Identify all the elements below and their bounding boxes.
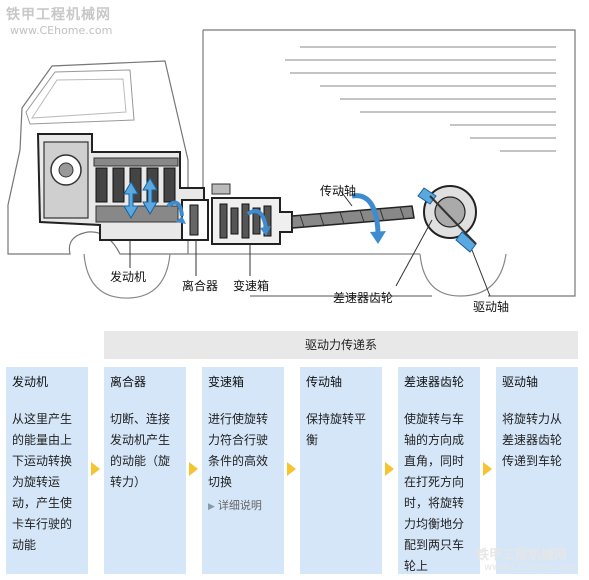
label-engine: 发动机 xyxy=(110,270,147,284)
stage-title: 发动机 xyxy=(12,375,49,389)
engine-motion-arrows xyxy=(123,177,158,219)
watermark-url: www.CEhome.com xyxy=(10,24,113,37)
watermark-site-bottom: 铁甲工程机械网 xyxy=(476,548,568,563)
front-wheel-arch xyxy=(83,253,171,299)
stage-driveshaft: 传动轴 保持旋转平衡 xyxy=(300,367,382,574)
stage-title: 离合器 xyxy=(110,375,147,389)
stage-gearbox: 变速箱 进行使旋转力符合行驶条件的高效切换 ▶详细说明 xyxy=(202,367,284,574)
stage-desc: 保持旋转平衡 xyxy=(306,412,367,447)
details-link-label: 详细说明 xyxy=(217,499,262,512)
flow-arrow xyxy=(483,462,492,476)
stage-desc: 进行使旋转力符合行驶条件的高效切换 xyxy=(208,412,269,489)
truck-cargo-box xyxy=(202,29,576,297)
details-link[interactable]: ▶详细说明 xyxy=(208,497,278,513)
stage-desc: 使旋转与车轴的方向成直角，同时在打死方向时，将旋转力均衡地分配到两只车轮上 xyxy=(404,412,465,573)
label-axle: 驱动轴 xyxy=(473,300,510,314)
label-driveshaft: 传动轴 xyxy=(320,184,357,198)
stage-desc: 从这里产生的能量由上下运动转换为旋转运动，产生使卡车行驶的动能 xyxy=(12,412,73,552)
rear-wheel-arch xyxy=(419,253,507,297)
stage-desc: 切断、连接发动机产生的动能（旋转力） xyxy=(110,412,171,489)
flow-arrow xyxy=(385,462,394,476)
driveshaft-graphic xyxy=(291,193,415,244)
drivetrain-diagram xyxy=(7,29,576,299)
engine-graphic xyxy=(36,133,205,241)
stage-title: 驱动轴 xyxy=(502,375,539,389)
watermark-site: 铁甲工程机械网 xyxy=(6,7,111,23)
stage-axle: 驱动轴 将旋转力从差速器齿轮传递到车轮 xyxy=(496,367,578,574)
stage-title: 传动轴 xyxy=(306,375,343,389)
label-clutch: 离合器 xyxy=(182,279,219,293)
flow-arrow xyxy=(189,462,198,476)
differential-graphic xyxy=(417,185,477,253)
stage-clutch: 离合器 切断、连接发动机产生的动能（旋转力） xyxy=(104,367,186,574)
label-gearbox: 变速箱 xyxy=(233,279,270,293)
bullet-triangle-icon: ▶ xyxy=(208,502,215,512)
clutch-graphic xyxy=(166,199,209,241)
gearbox-graphic xyxy=(211,183,293,245)
stage-title: 差速器齿轮 xyxy=(404,375,465,389)
label-differential: 差速器齿轮 xyxy=(333,291,394,305)
stage-differential: 差速器齿轮 使旋转与车轴的方向成直角，同时在打死方向时，将旋转力均衡地分配到两只… xyxy=(398,367,480,574)
stage-engine: 发动机 从这里产生的能量由上下运动转换为旋转运动，产生使卡车行驶的动能 xyxy=(6,367,88,574)
flow-arrow xyxy=(287,462,296,476)
stage-title: 变速箱 xyxy=(208,375,245,389)
flow-arrow xyxy=(91,462,100,476)
system-title: 驱动力传递系 xyxy=(104,331,578,359)
stage-desc: 将旋转力从差速器齿轮传递到车轮 xyxy=(502,412,563,468)
watermark-url-bottom: www.CEhome.com xyxy=(484,562,577,573)
